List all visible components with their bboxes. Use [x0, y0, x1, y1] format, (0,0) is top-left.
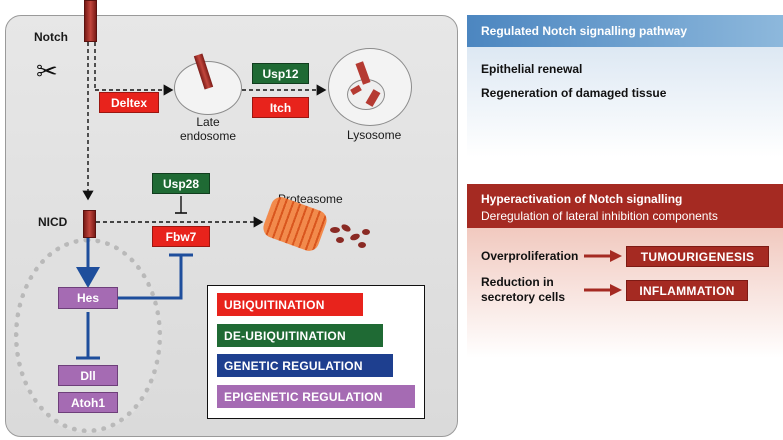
regulated-item-epithelial-renewal: Epithelial renewal	[481, 62, 583, 76]
hes-to-fbw7-inhibition	[117, 256, 183, 300]
legend-ubiquitination: UBIQUITINATION	[217, 293, 363, 316]
late-endosome-label: Late endosome	[179, 115, 237, 143]
notch-receptor	[84, 0, 97, 42]
notch-label: Notch	[34, 30, 68, 44]
deltex-box: Deltex	[99, 92, 159, 113]
legend-panel: UBIQUITINATION DE-UBIQUITINATION GENETIC…	[207, 285, 425, 419]
hes-box: Hes	[58, 287, 118, 309]
dll-box: Dll	[58, 365, 118, 386]
reduction-arrow	[584, 284, 622, 296]
tumourigenesis-box: TUMOURIGENESIS	[626, 246, 769, 267]
legend-genetic-regulation: GENETIC REGULATION	[217, 354, 393, 377]
inflammation-box: INFLAMMATION	[626, 280, 748, 301]
overproliferation-label: Overproliferation	[481, 249, 579, 263]
itch-box: Itch	[252, 97, 309, 118]
usp28-box: Usp28	[152, 173, 210, 194]
degraded-fragments-icon	[330, 224, 370, 248]
overproliferation-arrow	[584, 250, 622, 262]
nicd-fragment	[83, 210, 96, 238]
nicd-label: NICD	[38, 215, 68, 229]
regulated-item-regeneration: Regeneration of damaged tissue	[481, 86, 667, 100]
usp12-box: Usp12	[252, 63, 309, 84]
legend-de-ubiquitination: DE-UBIQUITINATION	[217, 324, 383, 347]
hyper-subheader: Deregulation of lateral inhibition compo…	[481, 209, 718, 223]
regulated-body	[467, 47, 783, 157]
hyper-header-bar	[467, 184, 783, 228]
lysosome-label: Lysosome	[347, 128, 402, 142]
fbw7-box: Fbw7	[152, 226, 210, 247]
legend-epigenetic-regulation: EPIGENETIC REGULATION	[217, 385, 415, 408]
hyper-header: Hyperactivation of Notch signalling	[481, 192, 683, 206]
scissors-icon: ✂	[36, 56, 58, 86]
regulated-header-bar	[467, 15, 783, 47]
regulated-header: Regulated Notch signalling pathway	[481, 24, 688, 38]
reduction-label: Reduction in secretory cells	[481, 275, 566, 304]
atoh1-box: Atoh1	[58, 392, 118, 413]
